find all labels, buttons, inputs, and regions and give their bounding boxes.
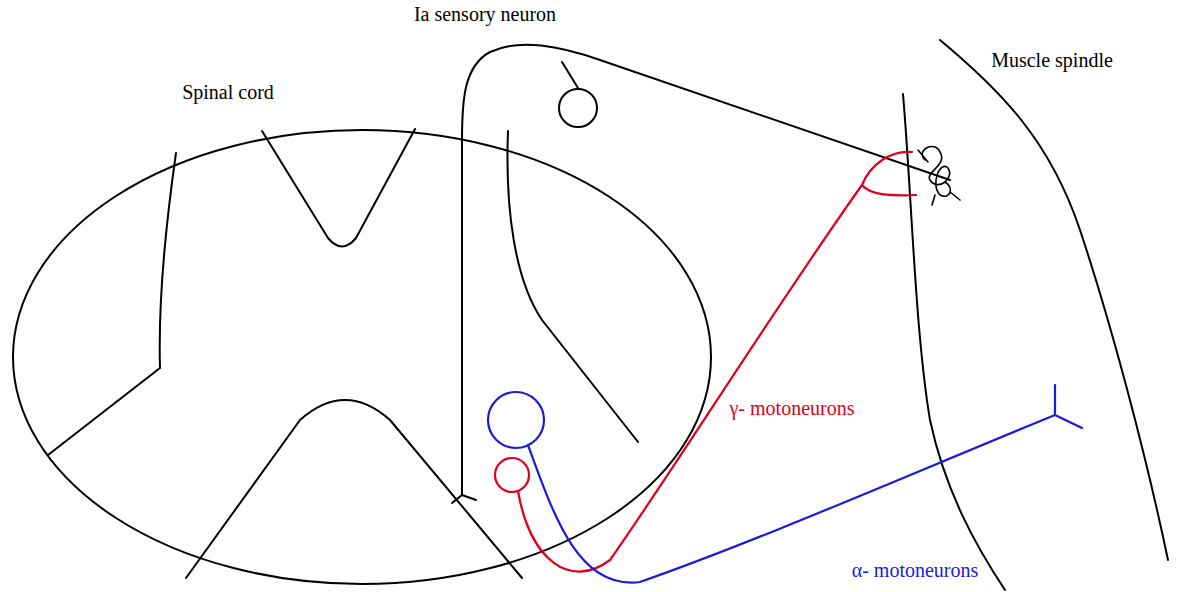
ventral-horn — [186, 400, 522, 578]
structure-label: Muscle spindle — [991, 49, 1113, 72]
neuron-label: γ- motoneurons — [730, 397, 855, 420]
structure-label: Spinal cord — [182, 81, 274, 104]
neuron-label: α- motoneurons — [852, 559, 979, 582]
ia-sensory-axon — [462, 45, 950, 495]
gamma-axon — [518, 185, 862, 572]
spinal-cord-outline — [13, 130, 711, 584]
alpha-terminal — [1055, 385, 1082, 428]
grey-matter-left — [48, 153, 176, 455]
gamma-terminals — [862, 152, 916, 195]
dorsal-fissure — [262, 129, 415, 247]
ia-cell-body — [559, 89, 597, 127]
alpha-axon — [528, 415, 1055, 583]
ia-terminal — [452, 495, 476, 503]
spindle-ending — [918, 147, 960, 205]
muscle-outline-right — [940, 40, 1168, 560]
structure-label: Ia sensory neuron — [414, 3, 556, 26]
gamma-cell-body — [495, 458, 529, 492]
muscle-outline-left — [903, 94, 1005, 590]
ia-cell-stalk — [562, 62, 578, 88]
alpha-cell-body — [488, 392, 544, 448]
